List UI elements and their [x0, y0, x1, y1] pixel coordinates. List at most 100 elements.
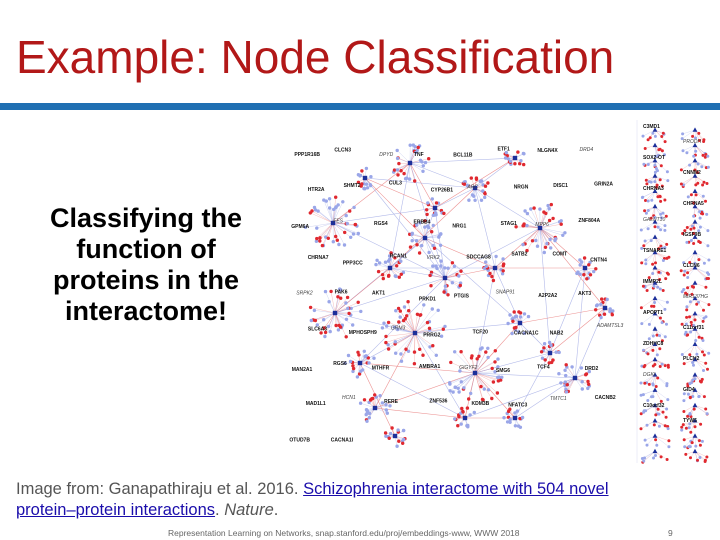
known-interactor-node	[410, 232, 414, 236]
network-edge	[539, 227, 545, 253]
novel-interactor-node	[337, 323, 341, 328]
novel-interactor-node	[701, 350, 704, 354]
network-edge	[424, 237, 521, 324]
known-interactor-node	[327, 197, 332, 201]
gene-label: ETF1	[498, 146, 510, 152]
novel-interactor-node	[408, 245, 413, 249]
novel-interactor-node	[404, 347, 408, 351]
hub-gene-node	[462, 415, 468, 421]
gene-label: ARC	[466, 185, 478, 191]
network-edge	[494, 227, 541, 269]
known-interactor-node	[446, 266, 450, 270]
novel-interactor-node	[512, 310, 516, 314]
gene-label: ZNF536	[429, 398, 447, 404]
network-edge	[407, 301, 416, 334]
known-interactor-node	[692, 363, 695, 367]
hub-gene-node	[332, 310, 338, 316]
known-interactor-node	[687, 426, 691, 430]
network-edge	[414, 332, 437, 356]
gene-label: AMBRA1	[419, 364, 441, 370]
known-interactor-node	[348, 359, 353, 364]
network-edge	[654, 390, 662, 402]
gene-label: FES	[333, 218, 343, 224]
known-interactor-node	[654, 454, 657, 457]
novel-interactor-node	[610, 313, 614, 317]
novel-interactor-node	[403, 317, 407, 321]
hub-gene-node	[692, 219, 698, 224]
network-edge	[334, 312, 339, 330]
gene-label: SHMT2	[344, 183, 361, 189]
novel-interactor-node	[351, 366, 356, 371]
novel-interactor-node	[643, 147, 647, 150]
network-edge	[474, 347, 483, 374]
novel-interactor-node	[469, 356, 474, 360]
known-interactor-node	[496, 357, 500, 361]
known-interactor-node	[313, 208, 318, 212]
network-edge	[460, 351, 476, 374]
known-interactor-node	[692, 154, 696, 158]
network-edge	[459, 370, 476, 374]
known-interactor-node	[411, 143, 415, 147]
novel-interactor-node	[704, 199, 707, 203]
gene-label: KDM3B	[472, 401, 490, 407]
known-interactor-node	[660, 246, 664, 250]
network-edge	[320, 312, 336, 333]
hub-gene-node	[652, 387, 658, 392]
gene-label: HCN1	[342, 395, 356, 401]
known-interactor-node	[415, 223, 419, 227]
network-edge	[406, 162, 411, 179]
novel-interactor-node	[680, 425, 684, 429]
novel-interactor-node	[688, 261, 692, 264]
novel-interactor-node	[587, 382, 591, 386]
network-edge	[474, 372, 494, 383]
novel-interactor-node	[656, 376, 660, 380]
hub-gene-node	[572, 375, 578, 381]
gene-label: MIR137HG	[683, 294, 708, 300]
known-interactor-node	[450, 281, 455, 285]
novel-interactor-node	[415, 243, 419, 247]
novel-interactor-node	[475, 357, 479, 361]
network-edge	[514, 352, 551, 419]
known-interactor-node	[346, 353, 351, 358]
hub-gene-node	[362, 175, 368, 181]
network-edge	[654, 298, 665, 310]
citation-link[interactable]: Schizophrenia interactome with 504 novel…	[16, 480, 609, 519]
novel-interactor-node	[666, 365, 670, 369]
known-interactor-node	[486, 388, 491, 392]
novel-interactor-node	[697, 139, 701, 142]
network-edge	[385, 332, 416, 343]
novel-interactor-node	[397, 439, 401, 443]
novel-interactor-node	[334, 195, 338, 199]
novel-interactor-node	[705, 182, 709, 185]
known-interactor-node	[653, 163, 657, 167]
known-interactor-node	[522, 312, 527, 316]
novel-interactor-node	[373, 393, 377, 397]
novel-interactor-node	[423, 219, 427, 223]
novel-interactor-node	[642, 244, 646, 248]
known-interactor-node	[421, 169, 425, 173]
known-interactor-node	[443, 324, 447, 329]
known-interactor-node	[659, 228, 663, 232]
network-edge	[474, 350, 496, 374]
gene-label: CACNB2	[595, 395, 616, 401]
known-interactor-node	[680, 428, 684, 432]
network-edge	[317, 210, 334, 224]
network-edge	[694, 129, 704, 142]
image-citation: Image from: Ganapathiraju et al. 2016. S…	[16, 479, 656, 521]
novel-interactor-node	[688, 396, 692, 400]
novel-interactor-node	[356, 300, 360, 304]
gene-label: HTR2A	[308, 187, 325, 193]
known-interactor-node	[587, 369, 591, 374]
hub-gene-node	[692, 326, 698, 331]
hub-gene-node	[357, 360, 363, 366]
gene-label: DRD4	[580, 147, 594, 153]
hub-gene-node	[652, 265, 658, 270]
network-edge	[471, 357, 476, 374]
novel-interactor-node	[432, 246, 437, 250]
known-interactor-node	[436, 308, 440, 312]
network-edge	[474, 372, 498, 394]
known-interactor-node	[458, 369, 462, 373]
gene-label: TMTC1	[550, 396, 567, 402]
hub-gene-node	[652, 311, 658, 316]
known-interactor-node	[661, 211, 665, 215]
